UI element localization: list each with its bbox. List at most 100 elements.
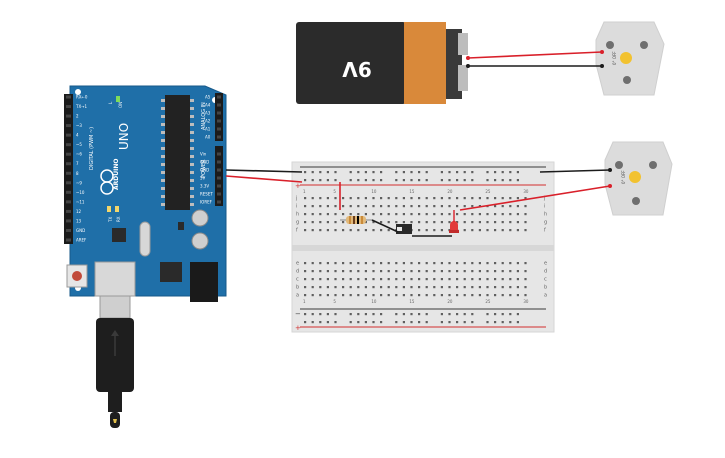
strip-hole[interactable] [456, 270, 459, 273]
strip-hole[interactable] [326, 229, 329, 232]
digital-pin-hole[interactable] [66, 238, 71, 242]
rail-hole[interactable] [326, 313, 329, 316]
strip-hole[interactable] [494, 205, 497, 208]
strip-hole[interactable] [372, 270, 375, 273]
power-pin-hole[interactable] [217, 152, 221, 156]
rail-hole[interactable] [372, 179, 375, 182]
rail-hole[interactable] [425, 313, 428, 316]
strip-hole[interactable] [494, 197, 497, 200]
rail-hole[interactable] [440, 179, 443, 182]
power-pin-hole[interactable] [217, 168, 221, 172]
strip-hole[interactable] [304, 278, 307, 281]
strip-hole[interactable] [334, 286, 337, 289]
strip-hole[interactable] [486, 294, 489, 297]
rail-hole[interactable] [448, 313, 451, 316]
rail-hole[interactable] [418, 171, 421, 174]
analog-pin-hole[interactable] [217, 111, 221, 115]
strip-hole[interactable] [387, 294, 390, 297]
rail-hole[interactable] [334, 179, 337, 182]
strip-hole[interactable] [425, 213, 428, 216]
rail-hole[interactable] [380, 179, 383, 182]
rail-hole[interactable] [501, 321, 504, 324]
strip-hole[interactable] [433, 221, 436, 224]
strip-hole[interactable] [334, 262, 337, 265]
digital-pin-hole[interactable] [66, 181, 71, 185]
strip-hole[interactable] [440, 294, 443, 297]
strip-hole[interactable] [463, 197, 466, 200]
strip-hole[interactable] [463, 229, 466, 232]
strip-hole[interactable] [395, 205, 398, 208]
rail-hole[interactable] [364, 321, 367, 324]
rail-hole[interactable] [418, 179, 421, 182]
strip-hole[interactable] [501, 286, 504, 289]
strip-hole[interactable] [524, 278, 527, 281]
rail-hole[interactable] [494, 179, 497, 182]
rail-hole[interactable] [334, 313, 337, 316]
strip-hole[interactable] [501, 197, 504, 200]
strip-hole[interactable] [410, 294, 413, 297]
strip-hole[interactable] [304, 229, 307, 232]
rail-hole[interactable] [501, 171, 504, 174]
strip-hole[interactable] [456, 205, 459, 208]
rail-hole[interactable] [395, 179, 398, 182]
strip-hole[interactable] [524, 205, 527, 208]
strip-hole[interactable] [349, 197, 352, 200]
rail-hole[interactable] [448, 171, 451, 174]
strip-hole[interactable] [486, 262, 489, 265]
strip-hole[interactable] [357, 205, 360, 208]
strip-hole[interactable] [402, 286, 405, 289]
strip-hole[interactable] [418, 294, 421, 297]
strip-hole[interactable] [372, 286, 375, 289]
strip-hole[interactable] [509, 229, 512, 232]
rail-hole[interactable] [418, 313, 421, 316]
strip-hole[interactable] [463, 262, 466, 265]
strip-hole[interactable] [364, 294, 367, 297]
rail-hole[interactable] [349, 321, 352, 324]
rail-hole[interactable] [486, 313, 489, 316]
rail-hole[interactable] [471, 179, 474, 182]
strip-hole[interactable] [380, 262, 383, 265]
jumper-resistor-to-transistor[interactable] [371, 219, 399, 233]
strip-hole[interactable] [304, 262, 307, 265]
rail-hole[interactable] [486, 179, 489, 182]
rail-hole[interactable] [463, 179, 466, 182]
rail-hole[interactable] [440, 171, 443, 174]
digital-pin-hole[interactable] [66, 200, 71, 204]
strip-hole[interactable] [357, 286, 360, 289]
strip-hole[interactable] [471, 205, 474, 208]
rail-hole[interactable] [486, 171, 489, 174]
strip-hole[interactable] [471, 213, 474, 216]
strip-hole[interactable] [326, 197, 329, 200]
rail-hole[interactable] [380, 321, 383, 324]
rail-hole[interactable] [516, 313, 519, 316]
strip-hole[interactable] [524, 270, 527, 273]
strip-hole[interactable] [311, 294, 314, 297]
strip-hole[interactable] [440, 270, 443, 273]
strip-hole[interactable] [326, 286, 329, 289]
strip-hole[interactable] [486, 270, 489, 273]
rail-hole[interactable] [311, 179, 314, 182]
strip-hole[interactable] [410, 197, 413, 200]
strip-hole[interactable] [418, 221, 421, 224]
rail-hole[interactable] [516, 321, 519, 324]
strip-hole[interactable] [402, 294, 405, 297]
strip-hole[interactable] [440, 278, 443, 281]
rail-hole[interactable] [402, 171, 405, 174]
strip-hole[interactable] [494, 229, 497, 232]
strip-hole[interactable] [342, 286, 345, 289]
rail-hole[interactable] [334, 171, 337, 174]
strip-hole[interactable] [418, 270, 421, 273]
dc-motor-right[interactable]: 0° OFF [604, 141, 673, 216]
rail-hole[interactable] [410, 321, 413, 324]
strip-hole[interactable] [471, 262, 474, 265]
strip-hole[interactable] [463, 221, 466, 224]
strip-hole[interactable] [311, 270, 314, 273]
digital-pin-hole[interactable] [66, 209, 71, 213]
strip-hole[interactable] [471, 278, 474, 281]
rail-hole[interactable] [509, 171, 512, 174]
strip-hole[interactable] [516, 213, 519, 216]
rail-hole[interactable] [486, 321, 489, 324]
rail-hole[interactable] [319, 313, 322, 316]
strip-hole[interactable] [425, 197, 428, 200]
strip-hole[interactable] [448, 278, 451, 281]
